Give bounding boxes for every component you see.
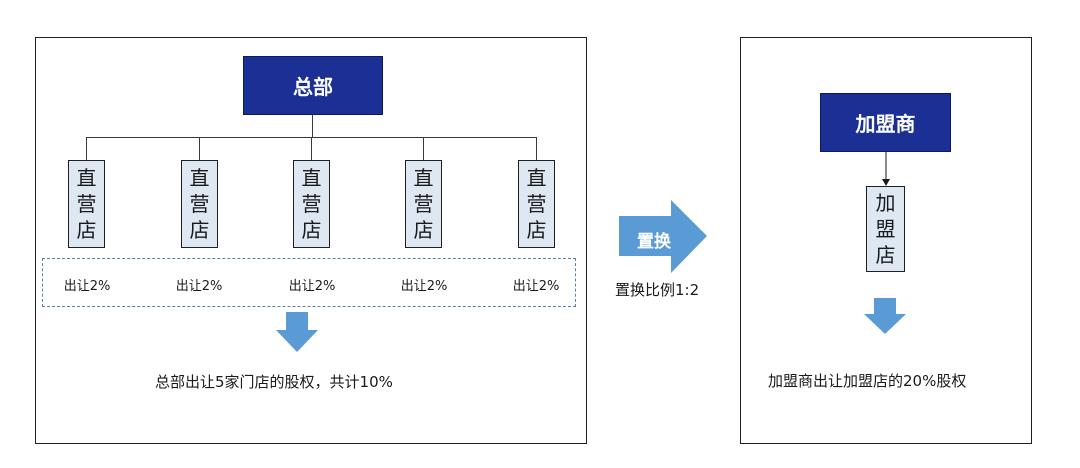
store-char: 店: [413, 218, 434, 242]
right-down-arrow-icon: [864, 298, 906, 334]
direct-store-1: 直 营 店: [68, 160, 105, 248]
franchise-store-box: 加 盟 店: [866, 186, 905, 272]
branch-drop-line-5: [536, 137, 537, 160]
store-char: 营: [526, 192, 547, 216]
store-char: 店: [76, 218, 97, 242]
transfer-label-5: 出让2%: [512, 279, 560, 294]
left-summary-text: 总部出让5家门店的股权，共计10%: [155, 373, 393, 391]
direct-store-3: 直 营 店: [293, 160, 330, 248]
swap-arrow-label: 置换: [637, 232, 671, 252]
store-char: 直: [189, 166, 210, 190]
store-char: 直: [413, 166, 434, 190]
store-char: 营: [189, 192, 210, 216]
franchise-store-char: 盟: [875, 217, 896, 241]
swap-ratio-text: 置换比例1:2: [615, 281, 700, 299]
franchisee-box: 加盟商: [820, 93, 951, 152]
store-char: 直: [526, 166, 547, 190]
headquarters-box: 总部: [243, 56, 383, 115]
headquarters-label: 总部: [293, 75, 333, 99]
store-char: 直: [76, 166, 97, 190]
swap-right-arrow-icon: [619, 200, 707, 273]
franchise-store-char: 加: [875, 191, 896, 215]
direct-store-2: 直 营 店: [181, 160, 218, 248]
store-char: 直: [301, 166, 322, 190]
franchise-store-char: 店: [875, 243, 896, 267]
store-char: 店: [301, 218, 322, 242]
transfer-label-1: 出让2%: [63, 279, 111, 294]
store-char: 营: [301, 192, 322, 216]
franchisee-label: 加盟商: [855, 112, 916, 136]
franchisee-connector-arrow-icon: [882, 152, 890, 186]
branch-drop-line-3: [311, 137, 312, 160]
left-down-arrow-icon: [276, 312, 318, 352]
transfer-label-2: 出让2%: [175, 279, 223, 294]
transfer-group-box: [42, 258, 576, 307]
branch-drop-line-2: [199, 137, 200, 160]
direct-store-4: 直 营 店: [405, 160, 442, 248]
branch-drop-line-4: [423, 137, 424, 160]
transfer-label-4: 出让2%: [400, 279, 448, 294]
store-char: 店: [526, 218, 547, 242]
branch-drop-line-1: [86, 137, 87, 160]
store-char: 营: [76, 192, 97, 216]
direct-store-5: 直 营 店: [518, 160, 555, 248]
right-summary-text: 加盟商出让加盟店的20%股权: [768, 372, 967, 390]
store-char: 营: [413, 192, 434, 216]
store-char: 店: [189, 218, 210, 242]
transfer-label-3: 出让2%: [288, 279, 336, 294]
hq-stem-line: [312, 115, 313, 137]
